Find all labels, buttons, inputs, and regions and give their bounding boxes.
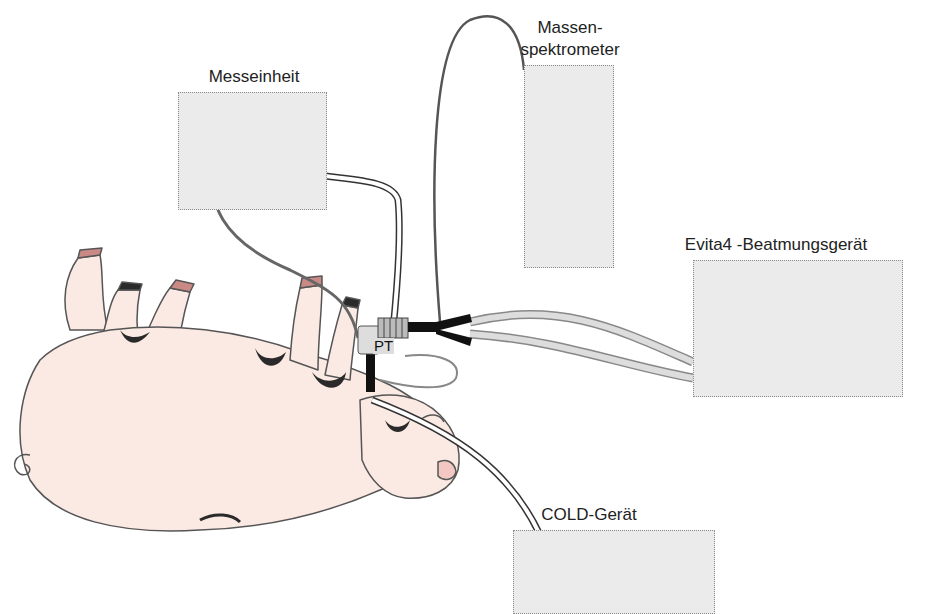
- device-label: Massen- spektrometer: [510, 17, 630, 61]
- device-label: Evita4 -Beatmungsgerät: [646, 234, 906, 256]
- device-box: Evita4 -Beatmungsgerät: [693, 260, 903, 397]
- device-label: Messeinheit: [169, 66, 339, 88]
- device-label: COLD-Gerät: [524, 504, 654, 526]
- pt-fitting: [358, 314, 472, 392]
- part-label: PT: [373, 338, 394, 354]
- pig: [15, 248, 460, 531]
- device-box: Messeinheit: [178, 92, 327, 210]
- device-box: COLD-Gerät: [513, 530, 715, 614]
- device-box: Massen- spektrometer: [524, 65, 614, 268]
